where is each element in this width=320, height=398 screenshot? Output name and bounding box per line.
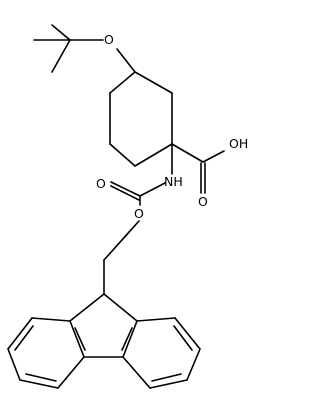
acid-carbonyl-oxygen-label: O [198,194,208,209]
molecule-structure: O OH O NH O O [7,24,248,389]
carbamate-carbonyl-oxygen-label: O [96,176,106,191]
ether-linkage [116,48,136,73]
amine-label: NH [164,174,183,189]
amine-linkage [139,143,173,197]
ether-oxygen-label: O [104,32,114,47]
cyclohexane-ring [109,71,173,167]
carbamate-group [103,181,141,261]
acid-hydroxyl-label: OH [229,136,248,151]
carboxylic-acid-group [171,143,225,194]
fluorenyl-group [7,259,201,389]
carbamate-ester-oxygen-label: O [134,206,144,221]
tert-butyl-group [33,24,104,73]
structure-canvas: O OH O NH O O [7,24,248,389]
